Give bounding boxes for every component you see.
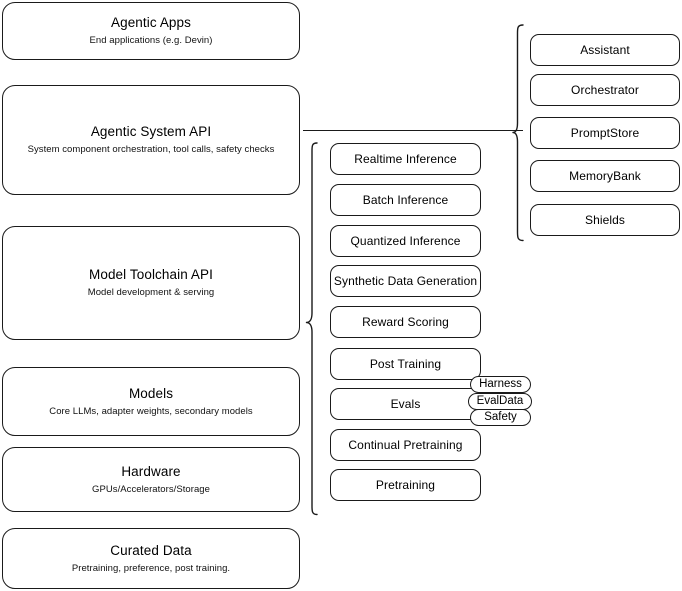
chip-realtime-inference[interactable]: Realtime Inference (330, 143, 481, 175)
chip-batch-inference[interactable]: Batch Inference (330, 184, 481, 216)
chip-label: Realtime Inference (354, 151, 457, 166)
layer-subtitle: System component orchestration, tool cal… (27, 144, 275, 155)
chip-label: Synthetic Data Generation (333, 273, 478, 288)
layer-box-agentic-system-api[interactable]: Agentic System API System component orch… (2, 85, 300, 195)
chip-pretraining[interactable]: Pretraining (330, 469, 481, 501)
chip-post-training[interactable]: Post Training (330, 348, 481, 380)
layer-box-hardware[interactable]: Hardware GPUs/Accelerators/Storage (2, 447, 300, 512)
chip-evals[interactable]: Evals (330, 388, 481, 420)
chip-label: Orchestrator (571, 82, 639, 97)
layer-title: Curated Data (110, 542, 192, 558)
brace-toolchain-components (305, 142, 318, 516)
layer-title: Agentic System API (90, 124, 212, 139)
layer-box-agentic-apps[interactable]: Agentic Apps End applications (e.g. Devi… (2, 2, 300, 60)
layer-title: Models (128, 385, 174, 401)
pill-label: Harness (479, 378, 522, 390)
layer-subtitle: GPUs/Accelerators/Storage (92, 483, 210, 495)
pill-evaldata[interactable]: EvalData (468, 393, 532, 410)
chip-label: Pretraining (375, 477, 436, 492)
chip-promptstore[interactable]: PromptStore (530, 117, 680, 149)
chip-label: Assistant (580, 42, 630, 57)
chip-quantized-inference[interactable]: Quantized Inference (330, 225, 481, 257)
layer-subtitle: Core LLMs, adapter weights, secondary mo… (49, 405, 253, 417)
chip-label: Batch Inference (362, 192, 449, 207)
chip-continual-pretraining[interactable]: Continual Pretraining (330, 429, 481, 461)
layer-title: Hardware (121, 463, 181, 479)
chip-label: Post Training (369, 356, 442, 371)
layer-box-model-toolchain-api[interactable]: Model Toolchain API Model development & … (2, 226, 300, 340)
chip-assistant[interactable]: Assistant (530, 34, 680, 66)
chip-label: Reward Scoring (362, 314, 449, 329)
chip-shields[interactable]: Shields (530, 204, 680, 236)
layer-title: Agentic Apps (110, 15, 191, 30)
chip-label: Continual Pretraining (348, 437, 463, 452)
chip-synthetic-data-generation[interactable]: Synthetic Data Generation (330, 265, 481, 297)
layer-subtitle: End applications (e.g. Devin) (89, 35, 213, 46)
pill-harness[interactable]: Harness (470, 376, 531, 393)
layer-title: Model Toolchain API (89, 267, 213, 282)
layer-subtitle: Model development & serving (87, 287, 215, 298)
layer-box-models[interactable]: Models Core LLMs, adapter weights, secon… (2, 367, 300, 436)
chip-label: MemoryBank (569, 168, 641, 183)
brace-agentic-components (512, 24, 524, 242)
pill-label: Safety (484, 411, 517, 423)
layer-subtitle: Pretraining, preference, post training. (71, 562, 231, 574)
chip-memorybank[interactable]: MemoryBank (530, 160, 680, 192)
chip-orchestrator[interactable]: Orchestrator (530, 74, 680, 106)
pill-label: EvalData (476, 395, 524, 407)
chip-label: PromptStore (570, 125, 640, 140)
chip-label: Quantized Inference (350, 233, 461, 248)
pill-safety[interactable]: Safety (470, 409, 531, 426)
chip-reward-scoring[interactable]: Reward Scoring (330, 306, 481, 338)
connector-line-agentic-system-api (303, 130, 523, 132)
chip-label: Evals (390, 396, 421, 411)
layer-box-curated-data[interactable]: Curated Data Pretraining, preference, po… (2, 528, 300, 589)
chip-label: Shields (584, 212, 626, 227)
